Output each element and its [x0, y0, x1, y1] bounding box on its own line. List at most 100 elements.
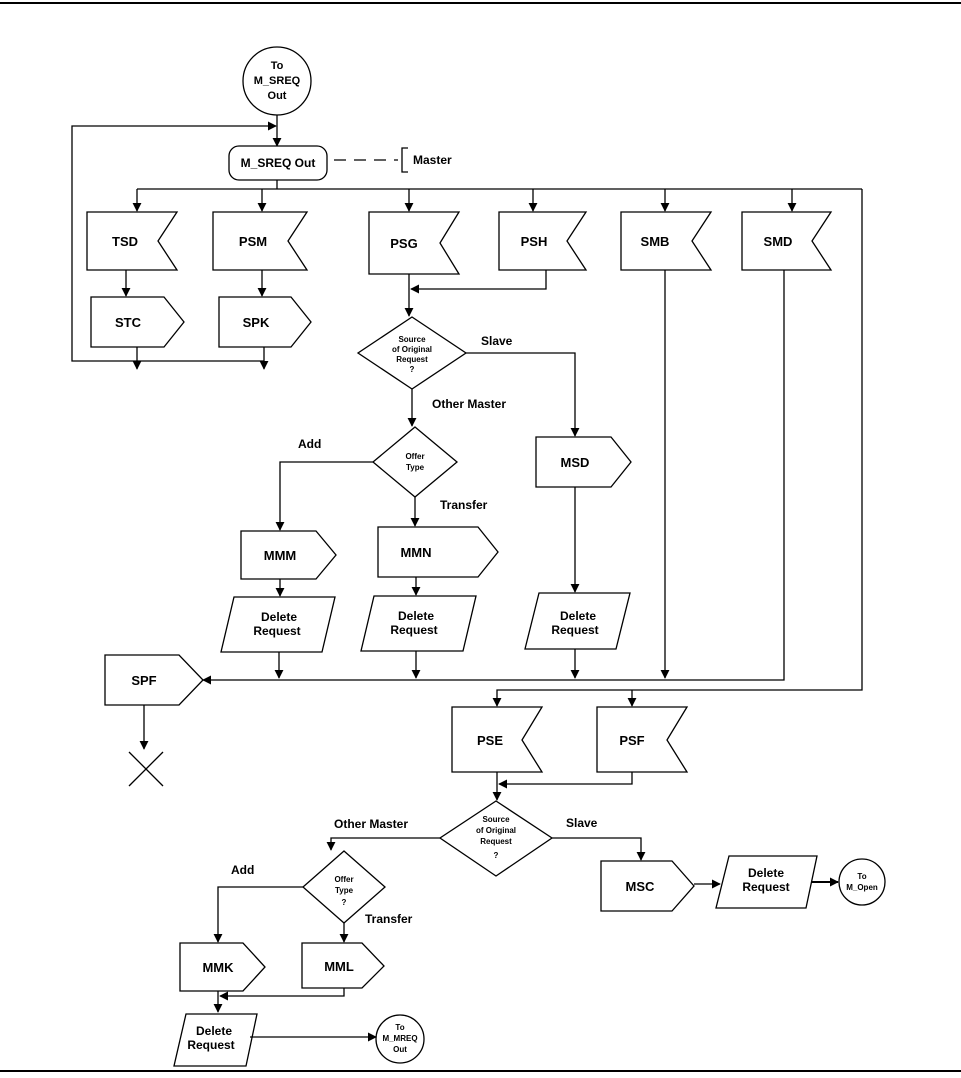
signal-out-spk: SPK	[218, 296, 312, 348]
svg-text:M_Open: M_Open	[846, 883, 878, 892]
psh-merge-line	[410, 270, 547, 294]
decision-source-of-original-request-1: Source of Original Request ?	[356, 316, 468, 390]
svg-text:SPK: SPK	[243, 315, 270, 330]
svg-text:SMD: SMD	[764, 234, 793, 249]
svg-text:MMN: MMN	[400, 545, 431, 560]
signal-in-pse: PSE	[451, 706, 544, 773]
branch-label-add-1: Add	[298, 437, 321, 451]
svg-text:Request: Request	[396, 355, 428, 364]
signal-in-psg: PSG	[368, 211, 461, 275]
branch-label-transfer-2: Transfer	[365, 912, 413, 926]
svg-text:M_SREQ: M_SREQ	[254, 75, 301, 87]
signal-in-psm: PSM	[212, 211, 309, 271]
other-master-branch-line-2	[326, 837, 440, 851]
signal-out-msd: MSD	[535, 436, 632, 488]
svg-text:?: ?	[342, 898, 347, 907]
svg-text:Source: Source	[398, 335, 426, 344]
signal-out-mmk: MMK	[179, 942, 266, 992]
svg-text:STC: STC	[115, 315, 142, 330]
svg-text:Request: Request	[551, 623, 598, 637]
branch-label-slave-1: Slave	[481, 334, 513, 348]
signal-out-spf: SPF	[104, 654, 204, 706]
svg-text:Delete: Delete	[748, 866, 784, 880]
svg-text:Offer: Offer	[334, 875, 353, 884]
svg-text:M_MREQ: M_MREQ	[382, 1034, 417, 1043]
slave-branch-line-2	[552, 837, 646, 861]
branch-label-add-2: Add	[231, 863, 254, 877]
connector-to-m-mreq-out: To M_MREQ Out	[375, 1014, 425, 1064]
svg-text:Request: Request	[480, 837, 512, 846]
svg-text:MML: MML	[324, 959, 354, 974]
signal-in-smd: SMD	[741, 211, 833, 271]
signal-out-stc: STC	[90, 296, 185, 348]
svg-text:TSD: TSD	[112, 234, 138, 249]
svg-text:PSM: PSM	[239, 234, 267, 249]
svg-text:MMM: MMM	[264, 548, 297, 563]
branch-label-slave-2: Slave	[566, 816, 598, 830]
psf-merge-line	[498, 772, 633, 789]
svg-text:To: To	[395, 1023, 404, 1032]
svg-text:MSC: MSC	[626, 879, 656, 894]
svg-text:PSG: PSG	[390, 236, 417, 251]
svg-text:To: To	[857, 872, 866, 881]
svg-text:Delete: Delete	[398, 609, 434, 623]
signal-out-mmm: MMM	[240, 530, 337, 580]
svg-text:Type: Type	[406, 463, 425, 472]
smd-to-spf-line	[202, 270, 785, 685]
task-delete-request-2: Delete Request	[360, 595, 477, 652]
svg-text:Request: Request	[253, 624, 300, 638]
decision-offer-type-1: Offer Type	[371, 426, 459, 498]
svg-text:of Original: of Original	[476, 826, 516, 835]
signal-out-mmn: MMN	[377, 526, 499, 578]
svg-text:M_SREQ Out: M_SREQ Out	[241, 156, 316, 170]
svg-text:Type: Type	[335, 886, 354, 895]
svg-text:To: To	[271, 60, 284, 72]
svg-text:SPF: SPF	[131, 673, 156, 688]
svg-text:PSE: PSE	[477, 733, 503, 748]
state-m-sreq-out: M_SREQ Out	[228, 145, 328, 181]
loop-back-line	[71, 121, 277, 362]
task-delete-request-1: Delete Request	[220, 596, 336, 653]
annotation-master: Master	[413, 153, 452, 167]
bus-1-right-return	[492, 189, 863, 707]
svg-text:?: ?	[494, 851, 499, 860]
connector-to-m-open: To M_Open	[838, 858, 886, 906]
signal-out-mml: MML	[301, 942, 385, 989]
svg-text:Out: Out	[393, 1045, 407, 1054]
decision-source-of-original-request-2: Source of Original Request ?	[438, 800, 554, 877]
svg-text:MMK: MMK	[202, 960, 234, 975]
mml-merge-line	[219, 988, 345, 1001]
svg-text:PSH: PSH	[521, 234, 548, 249]
branch-label-other-master-1: Other Master	[432, 397, 506, 411]
annotation-bracket	[401, 147, 408, 173]
connector-start: To M_SREQ Out	[242, 46, 312, 116]
svg-text:of Original: of Original	[392, 345, 432, 354]
svg-text:SMB: SMB	[641, 234, 670, 249]
svg-text:MSD: MSD	[561, 455, 590, 470]
add-branch-line-2	[213, 886, 303, 943]
svg-text:Request: Request	[187, 1038, 234, 1052]
signal-out-msc: MSC	[600, 860, 695, 912]
signal-in-tsd: TSD	[86, 211, 179, 271]
svg-text:Delete: Delete	[196, 1024, 232, 1038]
stop-symbol	[128, 751, 164, 787]
task-delete-request-4: Delete Request	[715, 855, 818, 909]
svg-text:?: ?	[410, 365, 415, 374]
signal-in-smb: SMB	[620, 211, 713, 271]
task-delete-request-5: Delete Request	[173, 1013, 258, 1067]
svg-text:Delete: Delete	[560, 609, 596, 623]
svg-text:Request: Request	[742, 880, 789, 894]
svg-text:PSF: PSF	[619, 733, 644, 748]
add-branch-line-1	[275, 461, 373, 531]
branch-label-other-master-2: Other Master	[334, 817, 408, 831]
svg-text:Out: Out	[268, 90, 287, 102]
task-delete-request-3: Delete Request	[524, 592, 631, 650]
svg-text:Delete: Delete	[261, 610, 297, 624]
svg-text:Request: Request	[390, 623, 437, 637]
svg-text:Source: Source	[482, 815, 510, 824]
svg-text:Offer: Offer	[405, 452, 424, 461]
signal-in-psf: PSF	[596, 706, 689, 773]
signal-in-psh: PSH	[498, 211, 588, 271]
slave-branch-line-1	[466, 352, 580, 437]
